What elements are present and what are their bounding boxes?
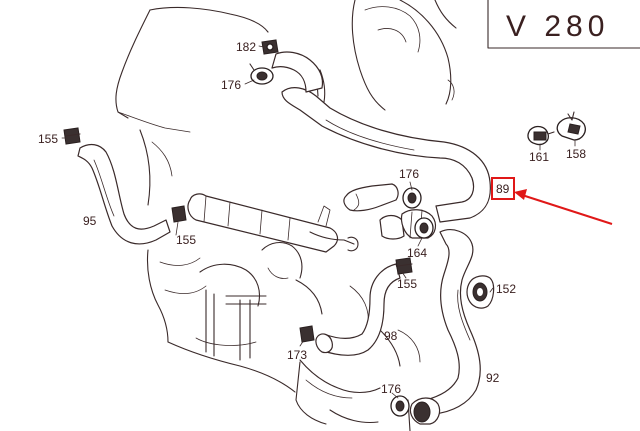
- highlight-89[interactable]: 89: [491, 177, 613, 225]
- clamp-155-mid: [171, 205, 187, 223]
- clamp-155-right: [395, 257, 413, 275]
- clamp-176-mid: [402, 187, 422, 209]
- label-176-bottom: 176: [381, 382, 401, 396]
- label-176-mid: 176: [399, 167, 419, 181]
- label-98: 98: [384, 329, 398, 343]
- highlight-arrow-head: [514, 189, 527, 200]
- label-152: 152: [496, 282, 516, 296]
- clamp-173: [299, 325, 315, 343]
- label-92: 92: [486, 371, 500, 385]
- model-title-box: V 280: [487, 0, 640, 49]
- highlight-arrow: [521, 194, 613, 225]
- label-161: 161: [529, 150, 549, 164]
- hose-92: [425, 229, 481, 415]
- clamp-176-bottom: [390, 395, 410, 417]
- hose-98: [315, 263, 401, 356]
- clamp-161: [527, 125, 555, 146]
- clamp-176-top: [249, 63, 274, 85]
- coolant-rail: [187, 193, 359, 253]
- label-89: 89: [496, 182, 510, 196]
- thermostat-housing: [343, 183, 405, 240]
- hose-end-bottom: [409, 397, 441, 425]
- label-155-mid: 155: [176, 233, 196, 247]
- engine-block: [115, 0, 457, 431]
- part-labels: 182 176 155 95 155 176 161 158 164 155 1…: [38, 40, 586, 396]
- clamp-164: [414, 217, 434, 239]
- clamp-158: [556, 111, 586, 141]
- clamp-155-left: [63, 127, 81, 145]
- label-158: 158: [566, 147, 586, 161]
- leader-lines: [61, 45, 576, 399]
- label-176-top: 176: [221, 78, 241, 92]
- part-152-grommet: [466, 275, 495, 309]
- highlight-box: [491, 177, 515, 200]
- label-164: 164: [407, 246, 427, 260]
- label-155-right: 155: [397, 277, 417, 291]
- hose-95: [77, 143, 171, 245]
- clamp-182: [261, 39, 279, 55]
- label-95: 95: [83, 214, 97, 228]
- label-182: 182: [236, 40, 256, 54]
- model-title: V 280: [506, 10, 609, 43]
- label-173: 173: [287, 348, 307, 362]
- label-155-left: 155: [38, 132, 58, 146]
- hose-89: [271, 51, 491, 223]
